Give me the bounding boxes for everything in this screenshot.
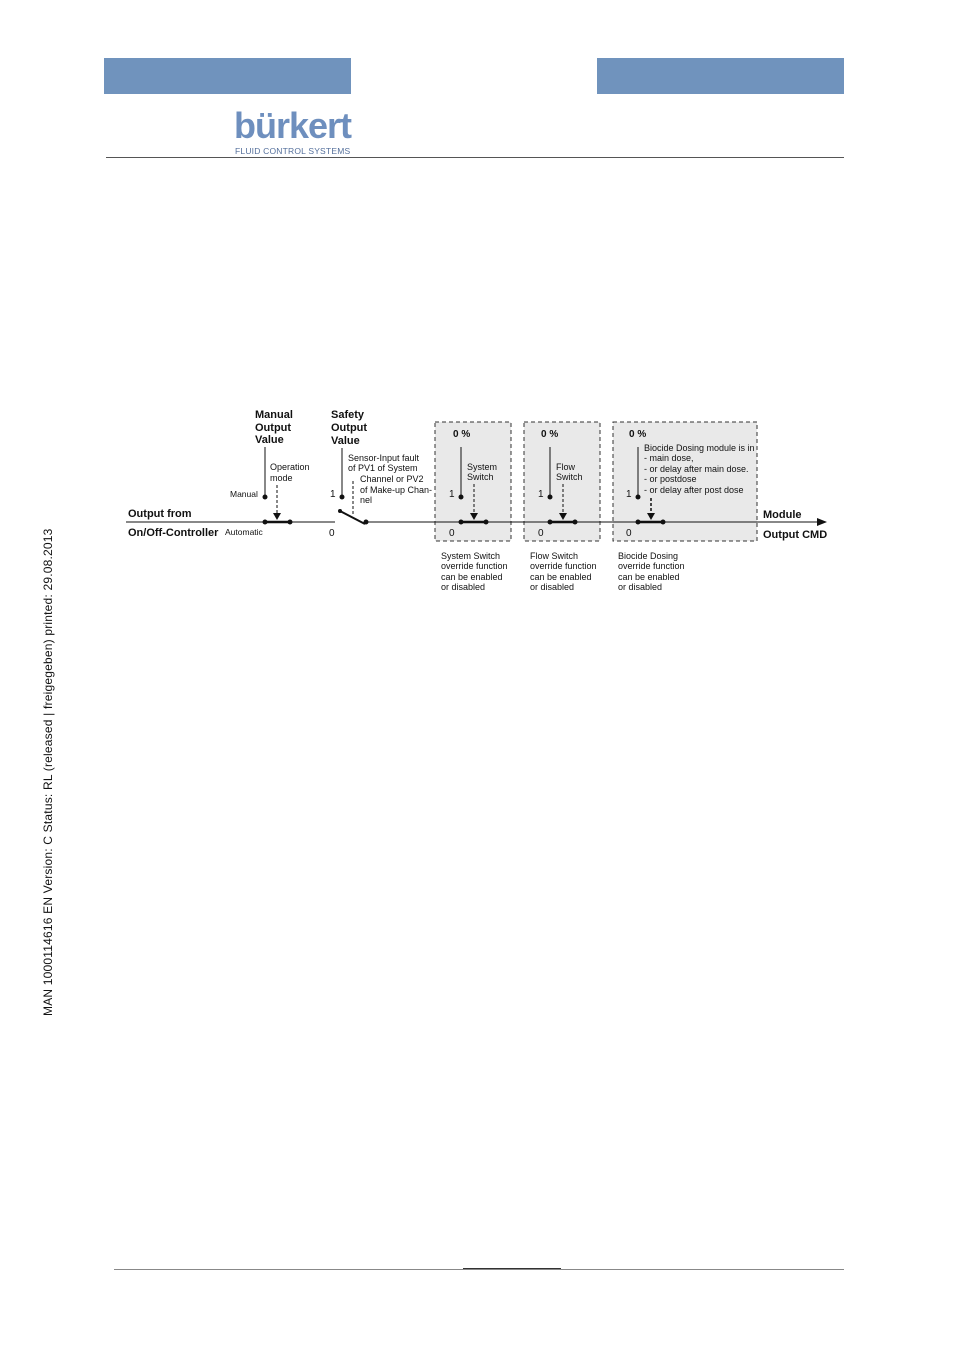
safety-desc-5: nel bbox=[360, 495, 372, 505]
biocide-label-5: - or delay after post dose bbox=[644, 485, 744, 495]
safety-desc-3: Channel or PV2 bbox=[360, 474, 424, 484]
system-label-1: System bbox=[467, 462, 497, 472]
system-note-4: or disabled bbox=[441, 582, 485, 592]
flow-percent: 0 % bbox=[541, 429, 558, 440]
safety-switch-blade bbox=[339, 510, 366, 525]
flow-pos-0: 0 bbox=[538, 528, 544, 539]
footer-rule bbox=[114, 1269, 844, 1270]
manual-title-1: Manual bbox=[255, 409, 293, 421]
biocide-percent: 0 % bbox=[629, 429, 646, 440]
manual-contact-dot bbox=[262, 494, 268, 500]
manual-pos-manual: Manual bbox=[230, 489, 258, 499]
safety-title-3: Value bbox=[331, 435, 360, 447]
manual-title-3: Value bbox=[255, 434, 284, 446]
biocide-pos-1: 1 bbox=[626, 489, 632, 500]
flow-note-2: override function bbox=[530, 561, 597, 571]
burkert-logo: bürkert FLUID CONTROL SYSTEMS bbox=[234, 104, 352, 157]
biocide-label-4: - or postdose bbox=[644, 474, 697, 484]
system-note-1: System Switch bbox=[441, 551, 500, 561]
footer-rule-accent bbox=[463, 1268, 561, 1269]
flow-note-3: can be enabled bbox=[530, 572, 592, 582]
biocide-note-3: can be enabled bbox=[618, 572, 680, 582]
system-note-3: can be enabled bbox=[441, 572, 503, 582]
system-note-2: override function bbox=[441, 561, 508, 571]
header-bar-right bbox=[597, 58, 844, 94]
header-rule bbox=[106, 157, 844, 158]
header-bar-left bbox=[104, 58, 351, 94]
flow-pos-1: 1 bbox=[538, 489, 544, 500]
safety-title-2: Output bbox=[331, 422, 367, 434]
flow-note-4: or disabled bbox=[530, 582, 574, 592]
system-pos-1: 1 bbox=[449, 489, 455, 500]
safety-pos-0: 0 bbox=[329, 528, 335, 539]
biocide-label-3: - or delay after main dose. bbox=[644, 464, 749, 474]
flow-label-2: Switch bbox=[556, 472, 583, 482]
manual-title-2: Output bbox=[255, 422, 291, 434]
biocide-pos-0: 0 bbox=[626, 528, 632, 539]
safety-desc-2: of PV1 of System bbox=[348, 463, 418, 473]
output-label-1: Module bbox=[763, 509, 802, 521]
system-pos-0: 0 bbox=[449, 528, 455, 539]
manual-mode-label-2: mode bbox=[270, 473, 293, 483]
logo-tagline: FLUID CONTROL SYSTEMS bbox=[235, 146, 351, 156]
input-label-1: Output from bbox=[128, 508, 192, 520]
safety-desc-4: of Make-up Chan- bbox=[360, 485, 432, 495]
input-label-2: On/Off-Controller bbox=[128, 527, 219, 539]
output-label-2: Output CMD bbox=[763, 529, 827, 541]
system-label-2: Switch bbox=[467, 472, 494, 482]
biocide-note-2: override function bbox=[618, 561, 685, 571]
safety-pos-1: 1 bbox=[330, 489, 336, 500]
flow-label-1: Flow bbox=[556, 462, 576, 472]
safety-desc-1: Sensor-Input fault bbox=[348, 453, 420, 463]
biocide-note-1: Biocide Dosing bbox=[618, 551, 678, 561]
biocide-note-4: or disabled bbox=[618, 582, 662, 592]
safety-title-1: Safety bbox=[331, 409, 365, 421]
biocide-label-2: - main dose, bbox=[644, 453, 694, 463]
logo-word: bürkert bbox=[234, 105, 352, 146]
manual-mode-label-1: Operation bbox=[270, 462, 310, 472]
flow-note-1: Flow Switch bbox=[530, 551, 578, 561]
biocide-label-1: Biocide Dosing module is in bbox=[644, 443, 755, 453]
manual-pos-automatic: Automatic bbox=[225, 527, 264, 537]
safety-contact-dot bbox=[339, 494, 345, 500]
system-percent: 0 % bbox=[453, 429, 470, 440]
